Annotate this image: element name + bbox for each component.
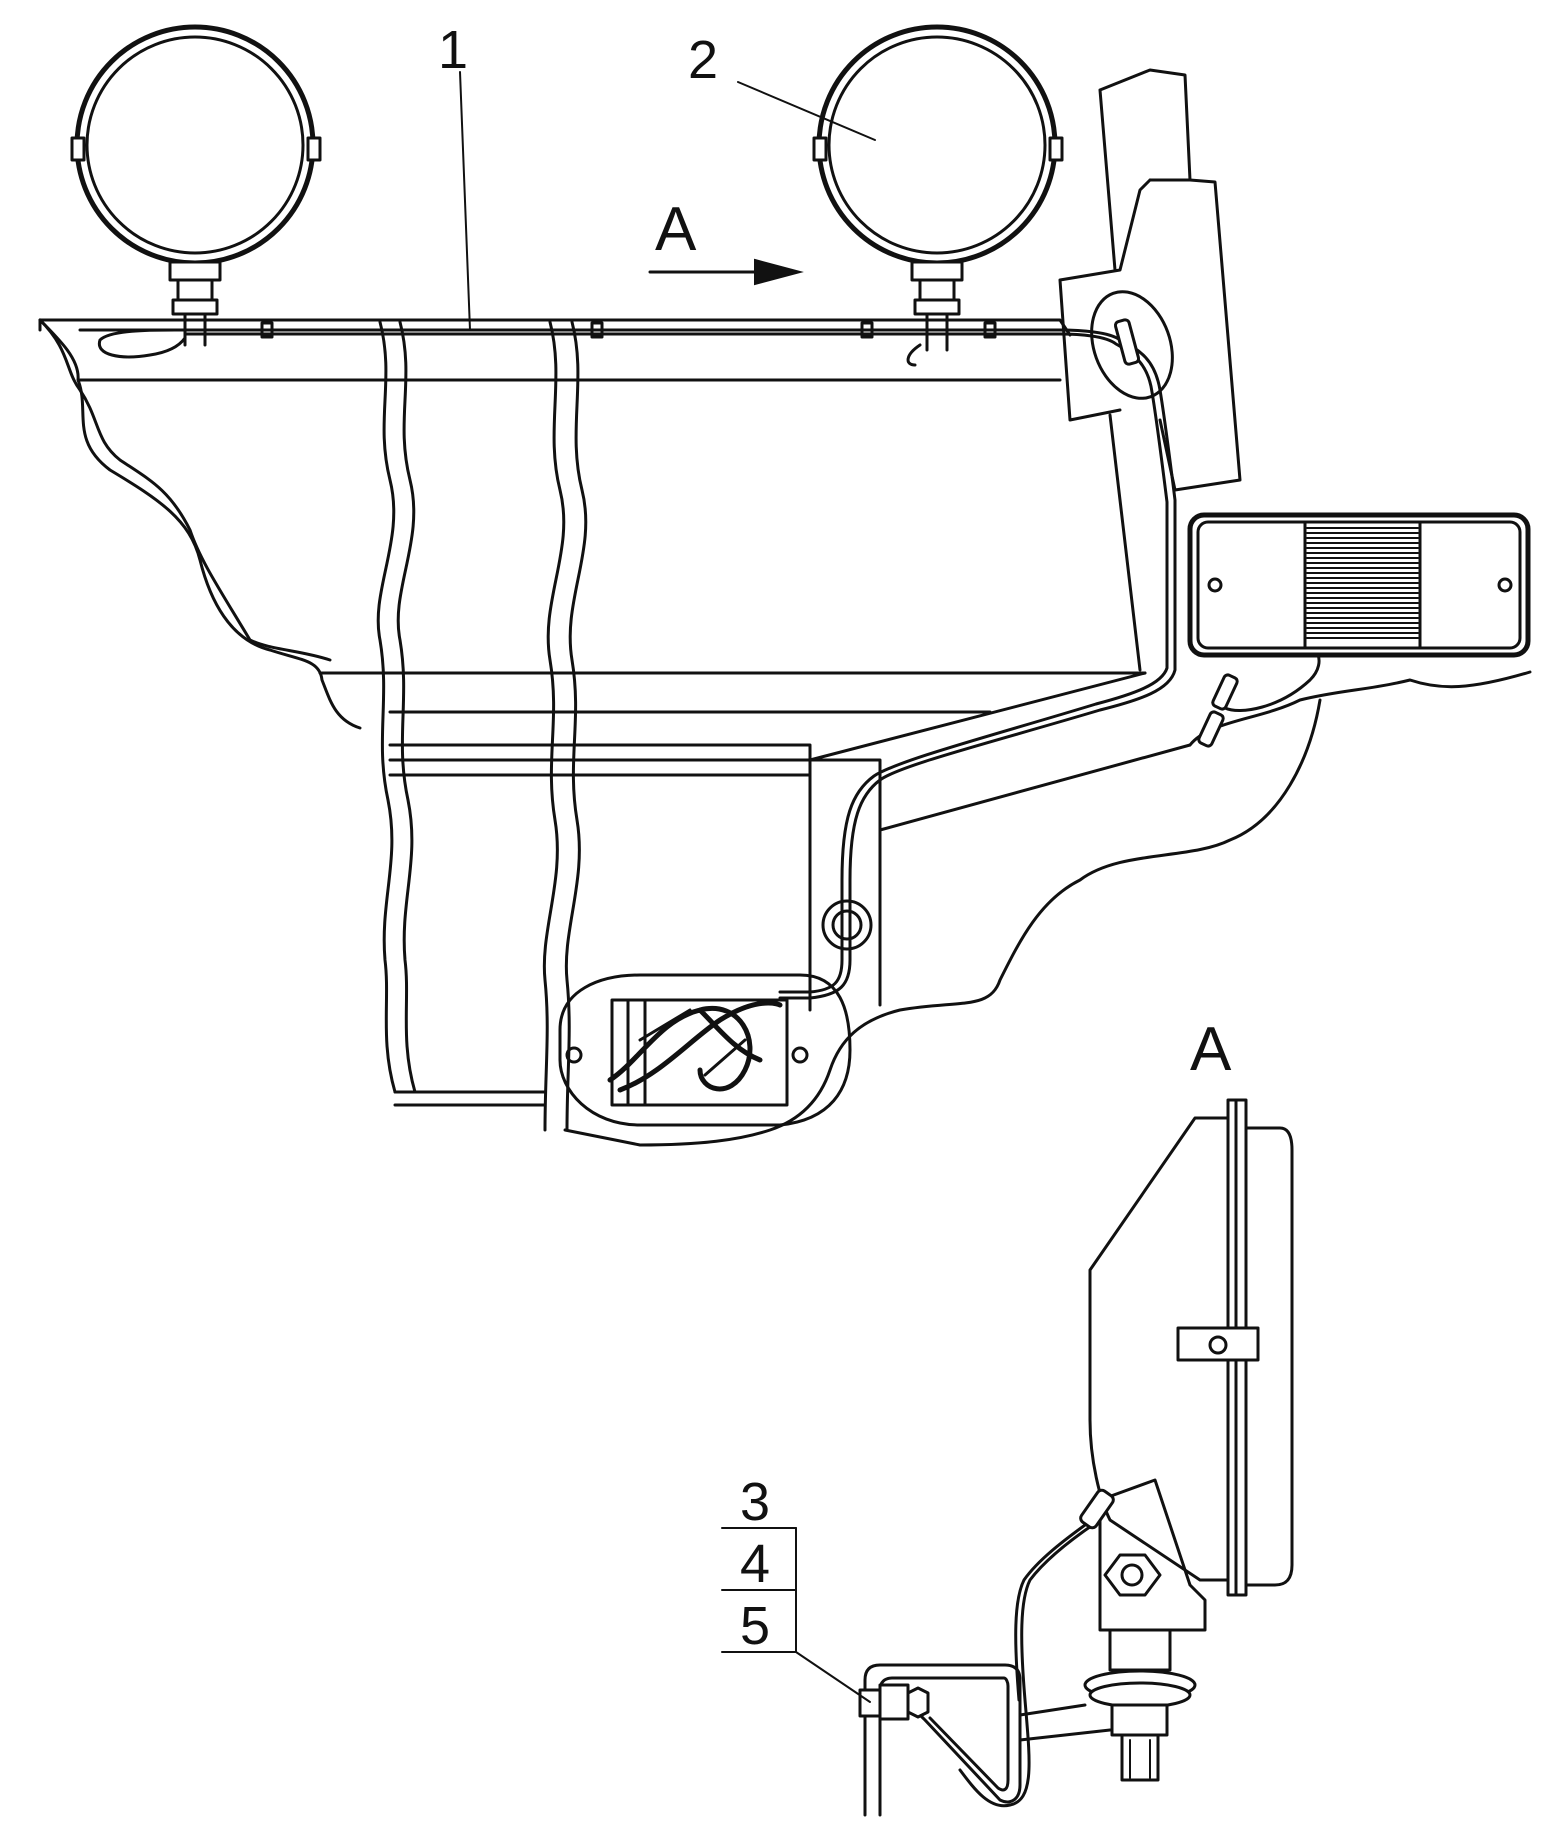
pillar-break-right-a	[542, 320, 566, 1132]
detail-lamp-mount	[1098, 1478, 1207, 1632]
callout-stack: 3 4 5	[721, 1472, 871, 1703]
callout-5: 5	[740, 1596, 770, 1656]
main-view: A 1 2	[38, 20, 1532, 1147]
wire-lamp-right	[906, 343, 922, 367]
right-pillar	[1058, 68, 1242, 492]
callout-2: 2	[688, 30, 718, 90]
view-arrow: A	[648, 195, 804, 286]
detail-small-bolt	[858, 1688, 882, 1718]
connector-tail-1	[1211, 673, 1239, 711]
detail-washer-mid	[1088, 1681, 1192, 1709]
detail-wire	[958, 1518, 1102, 1808]
junction-box-wires	[607, 1000, 783, 1093]
pillar-break-right-b	[564, 320, 588, 1132]
tail-light-screw-left	[1207, 577, 1223, 593]
detail-view-a: A	[721, 1015, 1294, 1817]
pillar-break-left-a	[376, 320, 397, 1094]
junction-box	[558, 973, 852, 1127]
roof-clips	[260, 321, 997, 339]
wire-lamp-left	[97, 328, 187, 359]
wire-harness-roof-2	[183, 332, 1169, 994]
detail-stand	[1108, 1628, 1172, 1672]
connector-tail-2	[1197, 710, 1225, 748]
pillar-lower-edge	[1108, 413, 1142, 672]
leader-2	[737, 81, 876, 141]
pillar-break-left-b	[396, 320, 417, 1094]
lower-right-break-edge	[563, 670, 1532, 1147]
lower-body-frame	[388, 743, 882, 1107]
tail-light-lens-ribs	[1306, 527, 1419, 639]
work-lamp-right	[812, 24, 1064, 367]
connector-pillar	[1113, 318, 1141, 366]
tail-light-screw-right	[1497, 577, 1513, 593]
detail-hex-nut	[1103, 1553, 1162, 1597]
tail-light	[1187, 512, 1531, 658]
wire-tail-light	[1223, 653, 1321, 712]
callout-1: 1	[438, 20, 468, 80]
work-lamp-left	[70, 24, 322, 359]
detail-bolt-shank	[1120, 1733, 1160, 1782]
detail-view-title: A	[1190, 1015, 1232, 1084]
body-diagonal-lower	[878, 743, 1192, 832]
detail-lamp-clamp	[1176, 1326, 1260, 1362]
grommet-body-inner	[831, 909, 863, 941]
callout-3: 3	[740, 1472, 770, 1532]
callout-4: 4	[740, 1534, 770, 1594]
leader-1	[459, 71, 471, 331]
wire-harness-roof	[183, 328, 1177, 1000]
detail-wire-connector	[1079, 1488, 1115, 1530]
left-break-edge	[38, 318, 332, 662]
detail-lamp-rim	[1243, 1126, 1294, 1587]
detail-bolt-nut	[1110, 1703, 1169, 1737]
grommet-body-outer	[821, 899, 873, 951]
view-arrow-label: A	[655, 195, 697, 264]
body-diagonal-upper	[808, 671, 1147, 762]
grommet-pillar	[1090, 290, 1174, 400]
